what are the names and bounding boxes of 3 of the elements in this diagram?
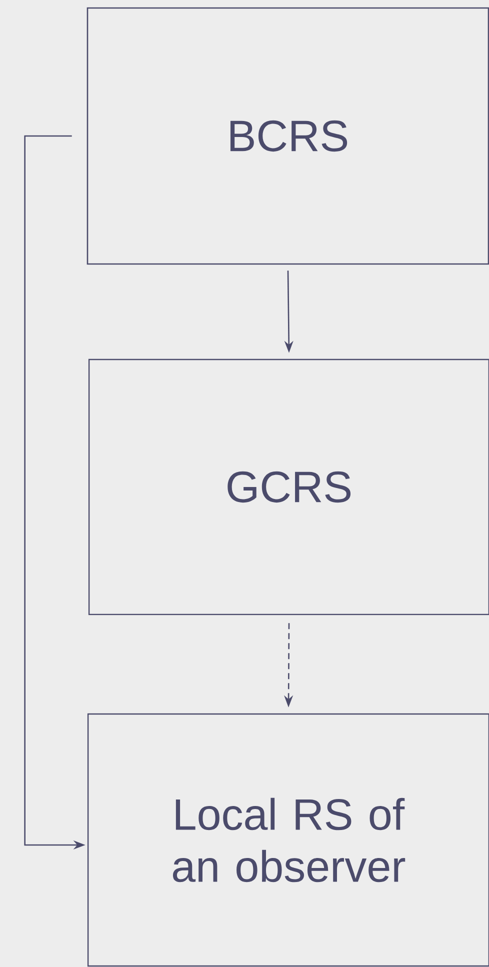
frame-box: GCRS xyxy=(88,358,489,616)
frame-box: BCRS xyxy=(86,7,489,265)
frame-box: Local RS of an observer xyxy=(87,713,489,967)
